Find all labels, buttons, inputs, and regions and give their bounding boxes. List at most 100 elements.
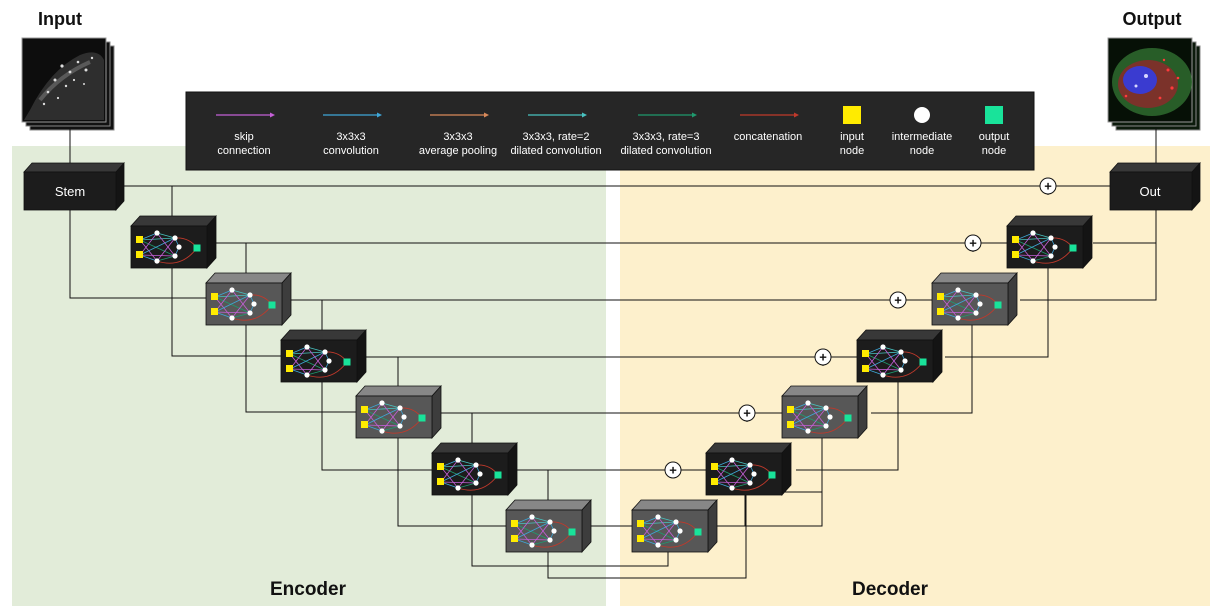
intermediate-node-icon xyxy=(729,485,735,491)
cell-edge xyxy=(381,402,401,409)
input-node-icon xyxy=(937,293,944,300)
sum-node-icon: + xyxy=(1039,177,1057,195)
cell-edge xyxy=(640,521,677,540)
cell-edge xyxy=(807,402,827,427)
intermediate-node-icon xyxy=(1030,230,1036,236)
connection-line xyxy=(871,322,973,414)
sum-node-icon: + xyxy=(814,348,832,366)
cell-edge xyxy=(714,481,751,484)
cell-edge xyxy=(657,521,677,546)
input-node-icon xyxy=(787,421,794,428)
output-node-icon xyxy=(343,358,351,366)
output-node-icon xyxy=(1069,244,1077,252)
cell-edge xyxy=(865,351,902,355)
intermediate-node-icon xyxy=(154,258,160,264)
cell-edge xyxy=(940,311,977,314)
legend-label: 3x3x3 xyxy=(336,131,365,143)
intermediate-node-icon xyxy=(823,405,829,411)
input-node-icon xyxy=(862,365,869,372)
cell-edge xyxy=(514,523,551,541)
input-node-icon xyxy=(437,463,444,470)
cell-edge xyxy=(514,521,551,525)
sum-node-icon: + xyxy=(738,404,756,422)
legend-label: node xyxy=(840,145,864,157)
arrowhead-icon xyxy=(794,112,799,118)
intermediate-node-icon xyxy=(955,315,961,321)
cell-edge xyxy=(531,516,551,523)
out-block: Out xyxy=(1109,161,1201,212)
connection-line xyxy=(397,438,506,527)
cell-edge xyxy=(289,351,326,370)
cell-edge xyxy=(1032,237,1052,262)
intermediate-node-icon xyxy=(880,372,886,378)
cell-edge xyxy=(940,294,977,313)
input-node-icon xyxy=(211,308,218,315)
intermediate-node-icon xyxy=(805,400,811,406)
node-circle-icon xyxy=(914,107,930,123)
cell-edge xyxy=(657,516,677,541)
cell-edge xyxy=(231,294,251,319)
cell-edge xyxy=(865,353,902,371)
intermediate-node-icon xyxy=(172,235,178,241)
cell-edge xyxy=(214,296,251,314)
intermediate-node-icon xyxy=(455,485,461,491)
intermediate-node-icon xyxy=(379,400,385,406)
cell-edge xyxy=(714,466,751,484)
cell-edge xyxy=(139,239,176,257)
cell-edge xyxy=(440,481,477,484)
intermediate-node-icon xyxy=(655,542,661,548)
decoder-cell-block xyxy=(781,384,868,440)
node-square-icon xyxy=(985,106,1003,124)
input-node-icon xyxy=(511,520,518,527)
stem-block: Stem xyxy=(23,161,125,212)
connection-line xyxy=(945,266,1049,358)
intermediate-node-icon xyxy=(729,457,735,463)
cell-edge xyxy=(1015,239,1052,257)
connection-line xyxy=(796,380,899,471)
legend-label: convolution xyxy=(323,145,379,157)
decoder-cell-block xyxy=(705,441,792,497)
legend-item: concatenation xyxy=(734,112,803,143)
cell-edge xyxy=(381,407,401,432)
connection-line xyxy=(245,325,356,413)
legend-item: intermediate node xyxy=(892,107,953,157)
intermediate-node-icon xyxy=(247,292,253,298)
connection-line xyxy=(69,208,206,299)
cell-edge xyxy=(364,424,401,427)
input-image xyxy=(21,37,115,131)
cell-edge xyxy=(790,407,827,411)
cell-edge xyxy=(440,464,477,468)
cell-edge xyxy=(306,346,326,353)
sum-node-icon: + xyxy=(664,461,682,479)
cell-edge xyxy=(139,254,176,257)
legend-label: 3x3x3 xyxy=(443,131,472,143)
input-node-icon xyxy=(1012,251,1019,258)
cell-edge xyxy=(1032,255,1052,262)
cell-edge xyxy=(807,402,827,409)
cell-edge xyxy=(1032,232,1052,239)
intermediate-node-icon xyxy=(547,519,553,525)
intermediate-node-icon xyxy=(823,423,829,429)
output-node-icon xyxy=(919,358,927,366)
legend-label: output xyxy=(979,131,1010,143)
cell-edge xyxy=(957,289,977,314)
intermediate-node-icon xyxy=(326,358,332,364)
decoder-cell-block xyxy=(631,498,718,554)
input-node-icon xyxy=(211,293,218,300)
output-node-icon xyxy=(494,471,502,479)
intermediate-node-icon xyxy=(229,315,235,321)
cell-edge xyxy=(531,516,551,541)
cell-edge xyxy=(156,232,176,257)
cell-edge xyxy=(514,538,551,541)
intermediate-node-icon xyxy=(379,428,385,434)
cell-edge xyxy=(807,425,827,432)
legend-label: dilated convolution xyxy=(510,145,601,157)
input-node-icon xyxy=(511,535,518,542)
legend-label: intermediate xyxy=(892,131,953,143)
cell-edge xyxy=(957,294,977,319)
legend-label: node xyxy=(910,145,934,157)
connection-line xyxy=(547,492,747,579)
legend-label: concatenation xyxy=(734,131,803,143)
